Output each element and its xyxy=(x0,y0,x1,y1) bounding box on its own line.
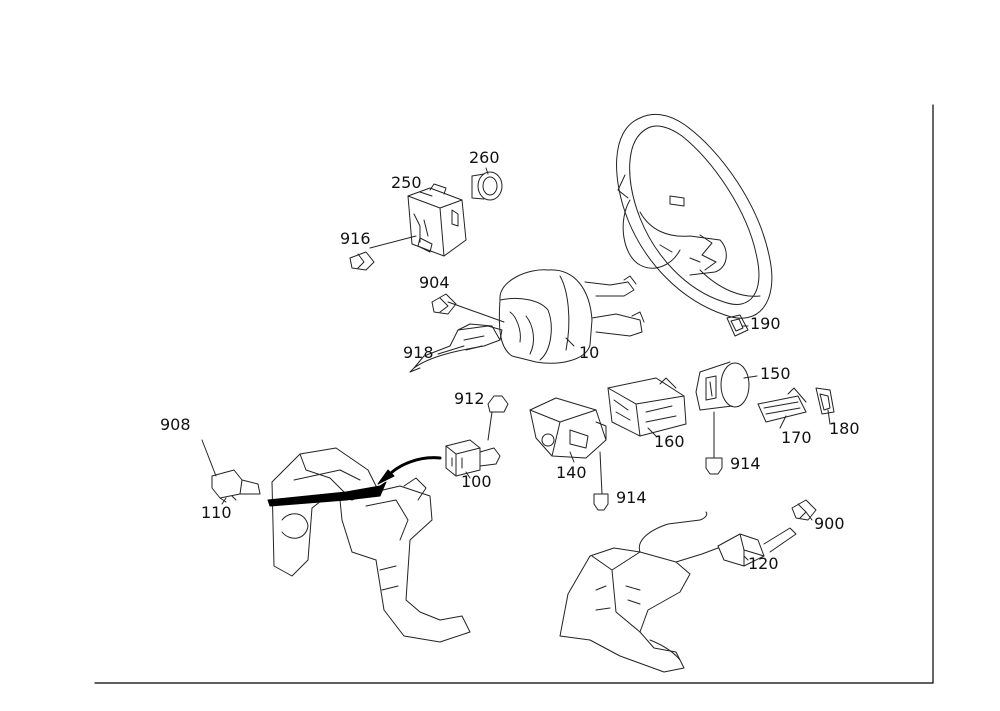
part-914-left xyxy=(594,494,608,510)
leader-180 xyxy=(827,409,831,425)
part-100 xyxy=(446,440,500,476)
leader-916 xyxy=(369,235,417,249)
part-912 xyxy=(488,396,508,412)
leader-170 xyxy=(779,415,787,429)
callout-170: 170 xyxy=(781,428,812,447)
part-10-column-switch xyxy=(499,270,644,363)
callout-190: 190 xyxy=(750,314,781,333)
callout-120: 120 xyxy=(748,554,779,573)
callout-912: 912 xyxy=(454,389,485,408)
leader-160 xyxy=(647,427,657,437)
part-916 xyxy=(350,252,374,270)
callout-908: 908 xyxy=(160,415,191,434)
parking-brake-assembly xyxy=(560,512,718,672)
callout-160: 160 xyxy=(654,432,685,451)
callout-100: 100 xyxy=(461,472,492,491)
steering-wheel xyxy=(617,114,772,318)
part-900 xyxy=(792,500,816,520)
callout-914-left: 914 xyxy=(616,488,647,507)
leader-150 xyxy=(743,375,758,379)
leader-10 xyxy=(565,337,575,347)
callout-904: 904 xyxy=(419,273,450,292)
part-120 xyxy=(718,528,796,566)
leader-900 xyxy=(805,511,813,521)
part-150 xyxy=(696,362,749,410)
part-914-right xyxy=(706,458,722,474)
callout-110: 110 xyxy=(201,503,232,522)
callout-916: 916 xyxy=(340,229,371,248)
leader-lines xyxy=(201,167,831,561)
leader-100 xyxy=(465,471,471,479)
assembly-arrow-left xyxy=(267,481,387,507)
leader-250 xyxy=(419,191,433,197)
callout-914-right: 914 xyxy=(730,454,761,473)
assembly-arrow-curved xyxy=(377,456,442,485)
callout-250: 250 xyxy=(391,173,422,192)
callout-260: 260 xyxy=(469,148,500,167)
pedal-assembly xyxy=(272,448,470,642)
part-918 xyxy=(410,324,502,372)
part-904 xyxy=(432,294,456,314)
leader-260 xyxy=(485,167,489,175)
callout-10: 10 xyxy=(579,343,600,362)
part-170 xyxy=(758,388,806,422)
leader-918 xyxy=(437,345,465,355)
leader-904 xyxy=(447,301,505,323)
leader-110 xyxy=(221,497,227,505)
callout-140: 140 xyxy=(556,463,587,482)
leader-908 xyxy=(201,439,217,477)
callout-180: 180 xyxy=(829,419,860,438)
part-260 xyxy=(472,172,502,200)
part-250 xyxy=(408,184,466,256)
part-180 xyxy=(816,388,834,414)
leader-912 xyxy=(487,411,493,441)
leader-140 xyxy=(569,451,575,463)
callout-150: 150 xyxy=(760,364,791,383)
callout-918: 918 xyxy=(403,343,434,362)
part-908-110 xyxy=(212,470,260,502)
leader-914a xyxy=(599,451,603,495)
leader-120 xyxy=(743,555,749,561)
callout-900: 900 xyxy=(814,514,845,533)
part-190 xyxy=(727,315,748,336)
part-140 xyxy=(530,398,606,458)
part-160 xyxy=(608,378,686,436)
